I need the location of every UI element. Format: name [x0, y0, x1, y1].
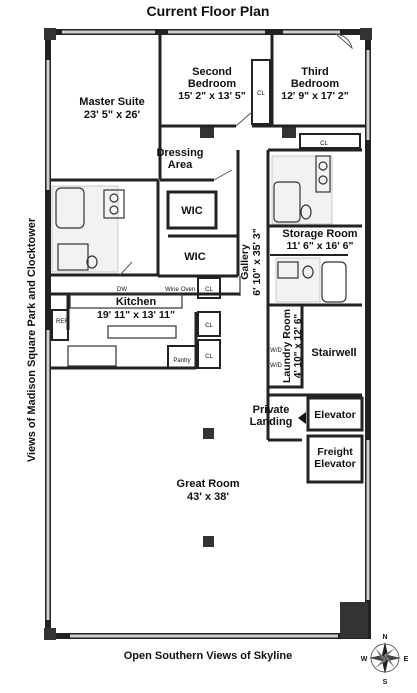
great-room-dims: 43' x 38' — [187, 491, 229, 503]
private-landing-label-1: Private — [253, 404, 290, 416]
bath-tiles — [51, 155, 333, 303]
master-suite-label: Master Suite — [79, 96, 144, 108]
second-bedroom-label-1: Second — [192, 66, 232, 78]
windows — [46, 30, 370, 638]
closet-label: CL — [205, 287, 213, 293]
third-bedroom-dims: 12' 9" x 17' 2" — [281, 90, 349, 102]
doors — [119, 33, 353, 276]
master-suite-dims: 23' 5" x 26' — [84, 109, 141, 121]
kitchen-dims: 19' 11" x 13' 11" — [97, 309, 175, 321]
compass-north: N — [382, 634, 387, 641]
freight-elevator-label-1: Freight — [317, 446, 353, 458]
columns — [44, 28, 372, 640]
compass-east: E — [404, 656, 409, 663]
compass-rose: N S E W — [361, 634, 409, 686]
private-landing-label-2: Landing — [250, 416, 293, 428]
landing-arrow-icon — [298, 412, 306, 424]
interior-walls — [50, 34, 366, 484]
washer-dryer-label: W/D — [270, 348, 282, 354]
second-bedroom-label-2: Bedroom — [188, 78, 237, 90]
plan-title: Current Floor Plan — [147, 3, 270, 19]
elevator-label: Elevator — [314, 409, 355, 421]
gallery-label: Gallery — [239, 244, 251, 280]
third-bedroom-label-1: Third — [301, 66, 329, 78]
compass-south: S — [383, 679, 388, 686]
washer-dryer-label: W/D — [270, 363, 282, 369]
laundry-room-label: Laundry Room — [281, 309, 293, 383]
pantry-label: Pantry — [173, 358, 190, 364]
great-room-label: Great Room — [177, 478, 240, 490]
wine-label: Wine — [165, 287, 179, 293]
compass-west: W — [361, 656, 368, 663]
wic-label-1: WIC — [181, 205, 202, 217]
fixture-labels: CL CL CL CL CL DW Wine Oven REF Pantry W… — [56, 91, 328, 369]
laundry-room-dims: 4' 10" x 12' 6" — [293, 314, 304, 379]
third-bedroom-label-2: Bedroom — [291, 78, 340, 90]
dressing-area-label-1: Dressing — [156, 147, 203, 159]
freight-elevator-label-2: Elevator — [314, 458, 355, 470]
oven-label: Oven — [181, 287, 195, 293]
closet-label: CL — [320, 141, 328, 147]
closet-label: CL — [257, 91, 265, 97]
closet-label: CL — [205, 354, 213, 360]
kitchen-label: Kitchen — [116, 296, 157, 308]
room-labels: Master Suite 23' 5" x 26' Second Bedroom… — [79, 66, 358, 503]
storage-room-dims: 11' 6" x 16' 6" — [287, 240, 354, 252]
fixtures — [55, 155, 347, 367]
refrigerator-label: REF — [56, 319, 68, 325]
second-bedroom-dims: 15' 2" x 13' 5" — [178, 90, 246, 102]
dressing-area-label-2: Area — [168, 159, 193, 171]
stairwell-label: Stairwell — [311, 347, 356, 359]
south-views-label: Open Southern Views of Skyline — [124, 650, 293, 662]
gallery-dims: 6' 10" x 35' 3" — [251, 228, 263, 296]
closet-label: CL — [205, 323, 213, 329]
storage-room-label: Storage Room — [282, 228, 357, 240]
wic-label-2: WIC — [184, 251, 205, 263]
dishwasher-label: DW — [117, 287, 127, 293]
west-views-label: Views of Madison Square Park and Clockto… — [26, 217, 38, 462]
